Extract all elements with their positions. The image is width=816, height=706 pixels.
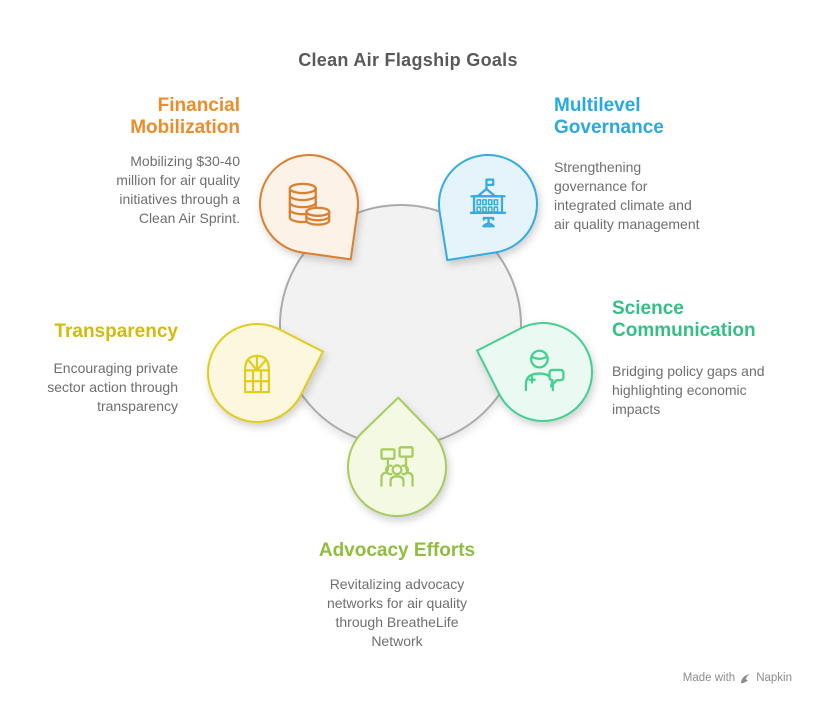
government-building-icon [469,178,507,228]
goal-text-multilevel-governance: Multilevel Governance Strengthening gove… [554,95,784,234]
goal-text-transparency: Transparency Encouraging private sector … [3,321,178,416]
goal-heading: Transparency [54,321,178,342]
window-icon [243,354,271,394]
petal-transparency [189,305,325,441]
napkin-watermark[interactable]: Made with Napkin [683,672,792,684]
goal-heading: Financial Mobilization [130,95,240,138]
coins-icon [288,182,331,226]
petal-shape [252,147,366,261]
watermark-text: Made with [682,672,736,684]
goal-text-science-communication: Science Communication Bridging policy ga… [612,298,812,419]
goal-description: Bridging policy gaps and highlighting ec… [612,363,765,417]
petal-advocacy-efforts [326,396,468,538]
goal-text-financial-mobilization: Financial Mobilization Mobilizing $30-40… [30,95,240,228]
page-title: Clean Air Flagship Goals [298,50,518,70]
goal-description: Encouraging private sector action throug… [47,360,178,414]
petal-financial-mobilization [252,147,366,261]
goal-description: Mobilizing $30-40 million for air qualit… [116,153,240,226]
petal-shape [326,396,468,538]
protesters-icon [380,446,414,487]
petal-shape [430,146,546,262]
petal-shape [475,304,611,440]
person-speech-icon [524,349,565,392]
goal-description: Revitalizing advocacy networks for air q… [326,576,468,649]
goal-description: Strengthening governance for integrated … [554,159,700,232]
petal-shape [189,305,325,441]
petal-science-communication [475,304,611,440]
watermark-brand: Napkin [756,672,792,684]
goal-text-advocacy-efforts: Advocacy Efforts Revitalizing advocacy n… [247,540,547,651]
petal-multilevel-governance [430,146,546,262]
goal-heading: Multilevel Governance [554,95,664,138]
goal-heading: Science Communication [612,298,756,341]
napkin-logo-icon [741,673,751,683]
goal-heading: Advocacy Efforts [318,540,476,561]
